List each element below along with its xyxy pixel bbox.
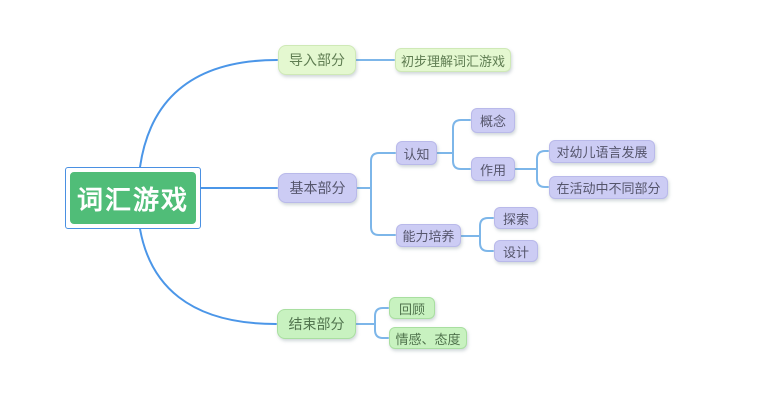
activity-parts-node[interactable]: 在活动中不同部分 (549, 176, 668, 199)
link-ending-fork (355, 307, 389, 339)
design-node[interactable]: 设计 (494, 240, 538, 262)
ability-training-node[interactable]: 能力培养 (396, 224, 461, 247)
cognition-node[interactable]: 认知 (396, 141, 437, 165)
concept-node[interactable]: 概念 (471, 108, 515, 133)
branch-ending-node[interactable]: 结束部分 (277, 309, 356, 339)
link-basic-fork (356, 152, 396, 236)
exploration-node[interactable]: 探索 (494, 207, 538, 229)
link-ability-fork (460, 217, 494, 252)
branch-basic-node[interactable]: 基本部分 (278, 173, 357, 203)
link-root-ending (139, 228, 277, 325)
root-node[interactable]: 词汇游戏 (68, 170, 198, 226)
root-node-selection-outline: 词汇游戏 (65, 167, 201, 229)
link-function-fork (514, 150, 549, 188)
review-node[interactable]: 回顾 (389, 297, 435, 319)
link-root-intro (139, 59, 278, 168)
language-development-node[interactable]: 对幼儿语言发展 (549, 140, 655, 163)
emotion-attitude-node[interactable]: 情感、态度 (389, 327, 467, 349)
branch-intro-node[interactable]: 导入部分 (278, 45, 356, 75)
link-cognition-fork (436, 119, 471, 170)
function-node[interactable]: 作用 (471, 157, 515, 181)
intro-understanding-node[interactable]: 初步理解词汇游戏 (395, 48, 511, 72)
